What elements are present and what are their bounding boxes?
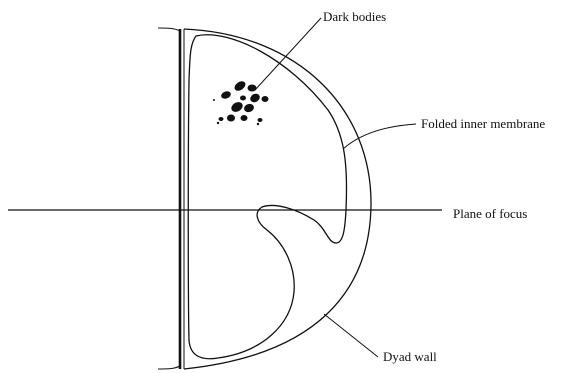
label-folded-inner-membrane: Folded inner membrane [421,117,545,130]
label-plane-of-focus: Plane of focus [453,207,527,220]
adjacent-cell-top [158,28,180,31]
leader-dyad-wall [324,314,378,357]
dyad-wall-outline [184,29,371,369]
adjacent-cell-bottom [158,366,180,369]
label-dyad-wall: Dyad wall [383,350,437,363]
label-dark-bodies: Dark bodies [323,10,386,23]
dark-bodies [213,79,269,125]
folded-inner-membrane [188,35,346,359]
